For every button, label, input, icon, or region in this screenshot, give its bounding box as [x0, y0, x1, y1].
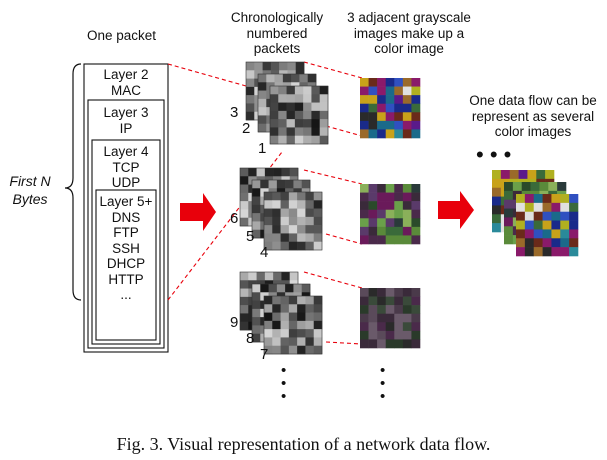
- horizontal-ellipsis: • • •: [476, 142, 512, 167]
- layer4-box: [91, 139, 161, 345]
- packet-number-5: 5: [246, 228, 255, 245]
- vertical-ellipsis-color: • • •: [380, 362, 386, 405]
- gray-image-front-1: [269, 85, 329, 145]
- one-packet-title: One packet: [87, 28, 157, 43]
- flow-color-image-3: [516, 194, 579, 257]
- vertical-ellipsis-packets: • • •: [281, 362, 287, 405]
- layer3-box: [87, 99, 165, 349]
- color-image-2: [360, 184, 421, 245]
- layer5-label: Layer 5+ DNS FTP SSH DHCP HTTP ...: [99, 194, 153, 302]
- packet-number-6: 6: [230, 210, 239, 227]
- layer-boxes: [83, 63, 169, 353]
- layer2-box: [83, 63, 169, 353]
- arrow-right-2: [438, 191, 474, 229]
- one-flow-title: One data flow can be represent as severa…: [469, 93, 597, 139]
- packet-number-9: 9: [230, 314, 239, 331]
- numbered-packets-title: Chronologically numbered packets: [230, 10, 324, 56]
- arrow-right-1: [180, 193, 216, 231]
- figure-caption: Fig. 3. Visual representation of a netwo…: [116, 434, 491, 454]
- layer4-label: Layer 4 TCP UDP: [103, 144, 149, 190]
- adjacent-images-title: 3 adjacent grayscale images make up a co…: [347, 10, 471, 56]
- packet-number-2: 2: [242, 120, 251, 137]
- flow-color-image-stack: [492, 170, 579, 257]
- gray-image-front-2: [263, 191, 323, 251]
- packet-number-3: 3: [230, 104, 239, 121]
- packet-number-4: 4: [260, 244, 269, 261]
- color-images: [360, 78, 421, 349]
- grayscale-packet-stacks: [239, 61, 329, 355]
- gray-image-front-3: [263, 295, 323, 355]
- color-image-1: [360, 78, 421, 139]
- packet-number-7: 7: [260, 346, 269, 363]
- layer3-label: Layer 3 IP: [103, 105, 149, 136]
- layer2-label: Layer 2 MAC: [103, 67, 149, 98]
- layer5-box: [95, 189, 157, 341]
- packet-number-1: 1: [258, 140, 267, 157]
- first-n-bytes-label: First N Bytes: [9, 173, 51, 207]
- packet-number-8: 8: [246, 330, 255, 347]
- first-n-bytes-brace: [64, 63, 82, 301]
- color-image-3: [360, 288, 421, 349]
